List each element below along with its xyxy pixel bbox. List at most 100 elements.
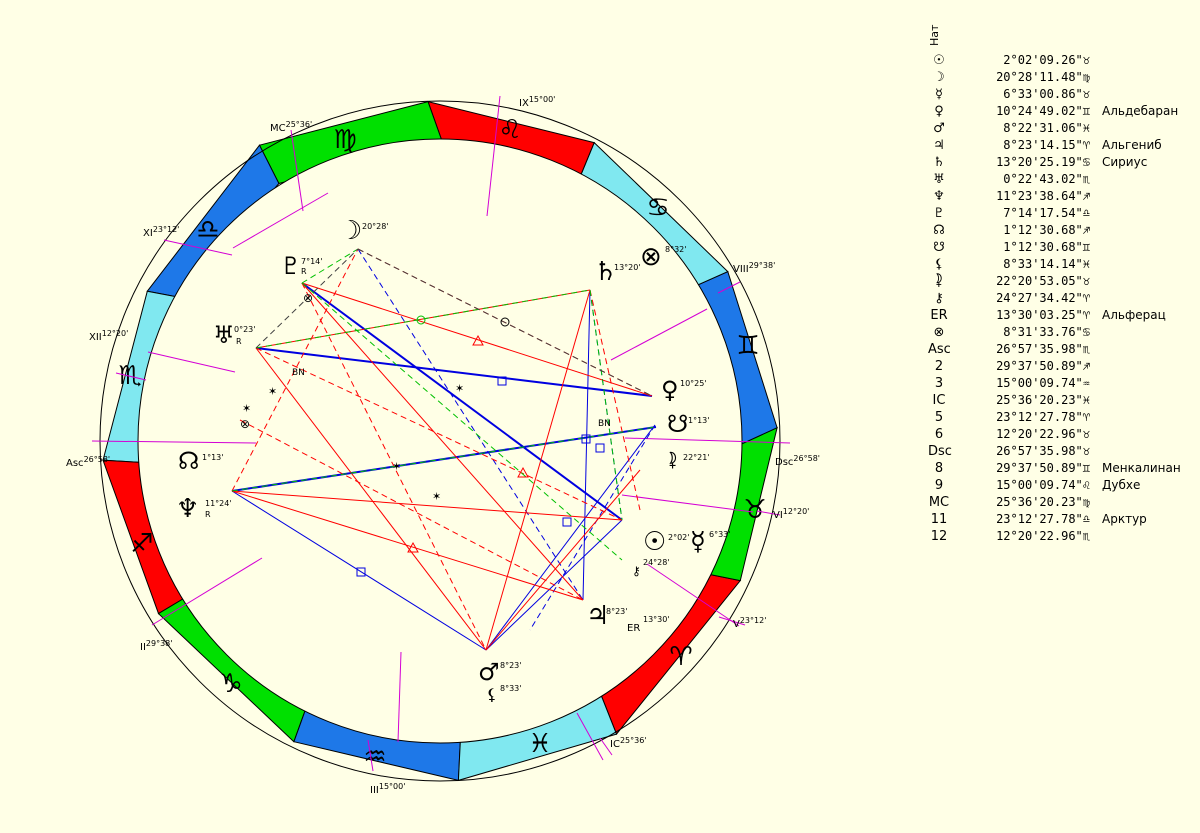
legend-value: 6°33'00.86"♉ — [1003, 87, 1090, 101]
legend-row: ☉2°02'09.26"♉ — [928, 52, 1102, 69]
fortune-marker: ⊗ — [303, 291, 313, 305]
planet-mars-degree: 8°23' — [500, 661, 521, 670]
legend-value: 26°57'35.98"♉ — [996, 444, 1090, 458]
legend-value: 8°31'33.76"♋ — [1003, 325, 1090, 339]
triangle-marker — [472, 334, 484, 346]
legend-value: 8°23'14.15"♈ — [1003, 138, 1090, 152]
legend-value: 8°22'31.06"♓ — [1003, 121, 1090, 135]
legend-symbol: 11 — [930, 512, 948, 527]
square-marker — [595, 443, 605, 453]
sign-glyph-taurus: ♉ — [743, 495, 766, 525]
legend-symbol: ☽ — [933, 70, 945, 85]
cusp-label-mc: MC25°36' — [270, 120, 312, 134]
legend-symbol: 3 — [934, 376, 944, 391]
legend-star: Сириус — [1102, 155, 1148, 169]
cusp-label-viii: VIII29°38' — [733, 261, 775, 275]
legend-symbol: ☊ — [933, 223, 945, 238]
legend-star: Альферац — [1102, 308, 1166, 322]
legend-row: ♃8°23'14.15"♈Альгениб — [928, 137, 1162, 154]
square-marker — [497, 376, 507, 386]
sign-glyph-leo: ♌ — [498, 115, 521, 145]
legend-row: ♇7°14'17.54"♎ — [928, 205, 1102, 222]
planet-mars: ♂ — [478, 658, 500, 686]
legend-symbol: ♆ — [933, 189, 945, 204]
planet-jupiter-degree: 8°23' — [606, 607, 627, 616]
sign-glyph-libra: ♎ — [196, 215, 219, 245]
planet-er: ER — [627, 623, 640, 634]
fortune-marker: ⊗ — [240, 417, 250, 431]
sextile-marker: ✶ — [242, 402, 251, 415]
planet-sun: ☉ — [643, 527, 666, 557]
cusp-label-xi: XI23°12' — [143, 225, 179, 239]
planet-jupiter: ♃ — [586, 601, 609, 631]
planet-neptune-retro: R — [205, 510, 211, 519]
aspect-lines — [231, 248, 657, 651]
legend-symbol: 9 — [934, 478, 944, 493]
cusp-labels: Asc26°58' II29°38' III15°00' IC25°36' V2… — [66, 95, 820, 796]
cusp-label-dsc: Dsc26°58' — [775, 454, 820, 468]
legend-symbol: ⚸ — [934, 257, 944, 272]
cusp-label-asc: Asc26°58' — [66, 455, 110, 469]
legend-value: 23°12'27.78"♎ — [996, 512, 1090, 526]
zodiac-ring — [99, 100, 781, 782]
sign-glyph-pisces: ♓ — [528, 729, 551, 759]
legend-symbol: 2 — [934, 359, 944, 374]
legend-value: 15°00'09.74"♌ — [996, 478, 1090, 492]
opposition-marker — [416, 315, 426, 325]
legend-symbol: ☉ — [933, 53, 945, 68]
legend-value: 12°20'22.96"♏ — [996, 529, 1090, 543]
legend-value: 25°36'20.23"♍ — [996, 495, 1090, 509]
sign-glyphs: ♈ ♉ ♊ ♋ ♌ ♍ ♎ ♏ ♐ ♑ ♒ ♓ — [118, 115, 766, 772]
legend-row: ⊗ 8°31'33.76"♋ — [928, 324, 1102, 341]
legend-symbol: ♀ — [934, 104, 944, 119]
legend-value: 1°12'30.68"♐ — [1003, 223, 1090, 237]
legend-value: 15°00'09.74"♒ — [996, 376, 1090, 390]
planet-chiron-degree: 24°28' — [643, 558, 670, 567]
planet-north-node: ☊ — [178, 447, 199, 475]
legend-symbol: ♃ — [933, 138, 945, 153]
planet-chiron: ⚷ — [632, 564, 641, 578]
legend-value: 11°23'38.64"♐ — [996, 189, 1090, 203]
sextile-marker: ✶ — [392, 460, 401, 473]
sign-glyph-aquarius: ♒ — [363, 742, 386, 772]
triangle-marker — [517, 466, 529, 478]
legend-row: ♅0°22'43.02"♏ — [928, 171, 1102, 188]
legend-row: ⯝22°20'53.05"♉ — [928, 273, 1102, 290]
legend-symbol: 8 — [934, 461, 944, 476]
planet-uranus-degree: 0°23' — [234, 325, 255, 334]
legend-symbol: ☿ — [935, 87, 943, 102]
legend-symbol: Asc — [928, 342, 951, 357]
planet-pluto-degree: 7°14' — [301, 257, 322, 266]
legend-value: 29°37'50.89"♐ — [996, 359, 1090, 373]
legend-symbol: 6 — [934, 427, 944, 442]
planet-neptune-degree: 11°24' — [205, 499, 232, 508]
cusp-label-iii: III15°00' — [370, 782, 405, 796]
legend-star: Менкалинан — [1102, 461, 1181, 475]
sextile-marker: ✶ — [432, 490, 441, 503]
legend-row: ♀10°24'49.02"♊Альдебаран — [928, 103, 1178, 120]
legend-row: ♂ 8°22'31.06"♓ — [928, 120, 1102, 137]
square-marker — [581, 434, 591, 444]
legend-row: ♄13°20'25.19"♋Сириус — [928, 154, 1147, 171]
legend-symbol: ♂ — [933, 121, 945, 136]
planet-saturn-degree: 13°20' — [614, 263, 641, 272]
bn-marker: BN — [598, 419, 611, 429]
planet-fortune: ⊗ — [640, 242, 662, 272]
aspect-markers: ✶ ✶ ✶ ✶ ✶ — [242, 315, 605, 577]
bn-marker: BN — [292, 368, 305, 378]
sextile-marker: ✶ — [268, 385, 277, 398]
square-marker — [562, 517, 572, 527]
legend-value: 0°22'43.02"♏ — [1003, 172, 1090, 186]
planet-mercury-degree: 6°33' — [709, 530, 730, 539]
legend-symbol: ⊗ — [933, 325, 945, 340]
legend-value: 8°33'14.14"♓ — [1003, 257, 1090, 271]
legend-header: Нат — [928, 24, 941, 46]
legend-symbol: ♇ — [933, 206, 945, 221]
planet-fortune-degree: 8°32' — [665, 245, 686, 254]
